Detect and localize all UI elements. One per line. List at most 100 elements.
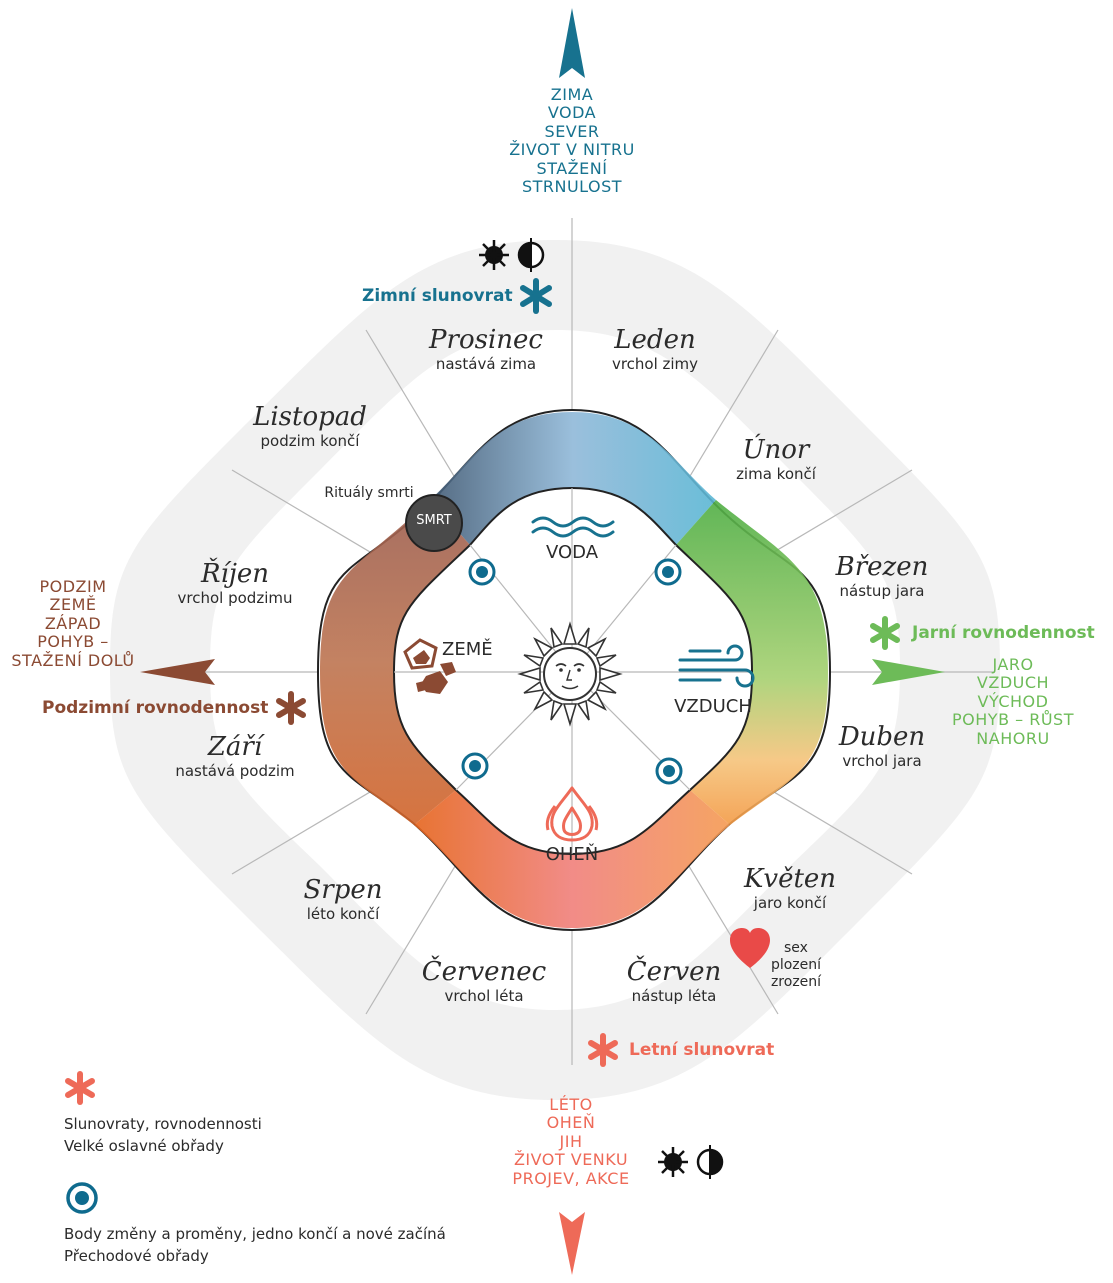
month-desc: vrchol léta xyxy=(444,986,524,1005)
north-line: SEVER xyxy=(544,121,600,141)
month-name: Leden xyxy=(614,325,696,355)
love-line: zrození xyxy=(770,973,822,990)
month-rijen: Říjen vrchol podzimu xyxy=(177,559,293,607)
legend-line: Velké oslavné obřady xyxy=(64,1136,224,1155)
death-badge-label: SMRT xyxy=(416,513,452,528)
month-desc: nastává zima xyxy=(435,354,537,373)
month-name: Říjen xyxy=(200,559,270,589)
moon-icon xyxy=(517,238,545,272)
love-text: sex plození zrození xyxy=(771,940,821,990)
moon-icon xyxy=(696,1145,724,1179)
asterisk-icon xyxy=(65,1071,95,1105)
south-line: PROJEV, AKCE xyxy=(512,1168,630,1188)
element-water-label: VODA xyxy=(545,542,599,563)
month-name: Květen xyxy=(743,864,837,894)
month-desc: vrchol jara xyxy=(842,751,922,770)
target-icon xyxy=(468,558,496,586)
month-listopad: Listopad podzim končí xyxy=(253,402,367,450)
waves-icon xyxy=(531,516,615,538)
west-line: POHYB – xyxy=(37,632,109,652)
legend-asterisk-text: Slunovraty, rovnodennosti Velké oslavné … xyxy=(64,1114,262,1158)
west-line: PODZIM xyxy=(39,577,107,596)
month-desc: jaro končí xyxy=(753,893,827,912)
summer-solstice-label: Letní slunovrat xyxy=(629,1040,775,1060)
month-leden: Leden vrchol zimy xyxy=(611,325,699,373)
north-line: ŽIVOT V NITRU xyxy=(509,140,635,160)
east-line: VÝCHOD xyxy=(977,691,1049,711)
south-direction-text: LÉTO OHEŇ JIH ŽIVOT VENKU PROJEV, AKCE xyxy=(512,1095,630,1188)
south-line: LÉTO xyxy=(549,1095,593,1114)
month-name: Duben xyxy=(838,722,926,752)
south-line: ŽIVOT VENKU xyxy=(513,1150,629,1170)
month-srpen: Srpen léto končí xyxy=(303,875,383,923)
asterisk-icon xyxy=(870,616,900,650)
arrow-right-icon xyxy=(872,659,945,685)
element-earth-label: ZEMĚ xyxy=(442,639,493,660)
month-unor: Únor zima končí xyxy=(736,435,816,483)
west-line: STAŽENÍ DOLŮ xyxy=(11,650,135,670)
west-line: ZÁPAD xyxy=(44,613,102,633)
arrow-down-icon xyxy=(559,1212,585,1275)
south-line: OHEŇ xyxy=(546,1113,596,1133)
east-line: JARO xyxy=(992,655,1034,674)
spring-equinox-label: Jarní rovnodennost xyxy=(912,623,1095,643)
month-brezen: Březen nástup jara xyxy=(835,552,929,600)
target-icon xyxy=(461,752,489,780)
month-name: Únor xyxy=(742,435,810,465)
month-desc: vrchol podzimu xyxy=(177,588,293,607)
month-desc: nastává podzim xyxy=(175,761,295,780)
east-line: NAHORU xyxy=(976,728,1050,748)
legend-line: Body změny a proměny, jedno končí a nové… xyxy=(64,1225,446,1243)
month-kveten: Květen jaro končí xyxy=(743,864,837,912)
month-name: Září xyxy=(207,732,263,762)
heart-icon xyxy=(730,928,770,968)
asterisk-icon xyxy=(520,278,552,314)
month-name: Červen xyxy=(626,957,722,987)
death-badge xyxy=(405,494,463,552)
flame-icon xyxy=(545,786,599,842)
arrow-left-icon xyxy=(140,659,215,685)
north-direction-text: ZIMA VODA SEVER ŽIVOT V NITRU STAŽENÍ ST… xyxy=(509,85,635,196)
month-desc: nástup léta xyxy=(631,986,717,1005)
north-line: STRNULOST xyxy=(521,176,623,196)
month-desc: podzim končí xyxy=(260,431,360,450)
month-desc: léto končí xyxy=(306,904,380,923)
month-name: Březen xyxy=(835,552,929,582)
month-zari: Září nastává podzim xyxy=(175,732,295,780)
south-line: JIH xyxy=(559,1131,583,1151)
month-cervenec: Červenec vrchol léta xyxy=(421,957,547,1005)
death-rituals-label: Rituály smrti xyxy=(324,485,414,501)
target-icon xyxy=(66,1182,98,1214)
west-direction-text: PODZIM ZEMĚ ZÁPAD POHYB – STAŽENÍ DOLŮ xyxy=(11,577,135,670)
autumn-equinox-label: Podzimní rovnodennost xyxy=(42,698,269,718)
rocks-icon xyxy=(403,638,456,694)
north-line: VODA xyxy=(547,103,597,123)
month-name: Listopad xyxy=(253,402,367,432)
target-icon xyxy=(654,558,682,586)
love-line: sex xyxy=(784,940,808,956)
element-fire-label: OHEŇ xyxy=(545,844,599,865)
month-name: Červenec xyxy=(421,957,547,987)
month-prosinec: Prosinec nastává zima xyxy=(429,325,543,373)
north-line: ZIMA xyxy=(550,85,594,104)
love-line: plození xyxy=(770,956,822,973)
sun-icon xyxy=(479,240,509,270)
north-line: STAŽENÍ xyxy=(536,158,608,178)
legend-line: Slunovraty, rovnodennosti xyxy=(64,1115,262,1133)
east-direction-text: JARO VZDUCH VÝCHOD POHYB – RŮST NAHORU xyxy=(952,655,1074,748)
sun-face-icon xyxy=(517,621,623,727)
east-line: VZDUCH xyxy=(976,673,1050,693)
month-desc: vrchol zimy xyxy=(611,354,699,373)
winter-solstice-label: Zimní slunovrat xyxy=(362,286,513,306)
asterisk-icon xyxy=(588,1033,618,1067)
month-desc: zima končí xyxy=(736,464,816,483)
arrow-up-icon xyxy=(559,8,585,78)
month-name: Srpen xyxy=(303,875,383,905)
wind-icon xyxy=(678,644,755,688)
west-line: ZEMĚ xyxy=(49,595,97,615)
target-icon xyxy=(655,757,683,785)
month-name: Prosinec xyxy=(429,325,543,355)
asterisk-icon xyxy=(276,691,306,725)
